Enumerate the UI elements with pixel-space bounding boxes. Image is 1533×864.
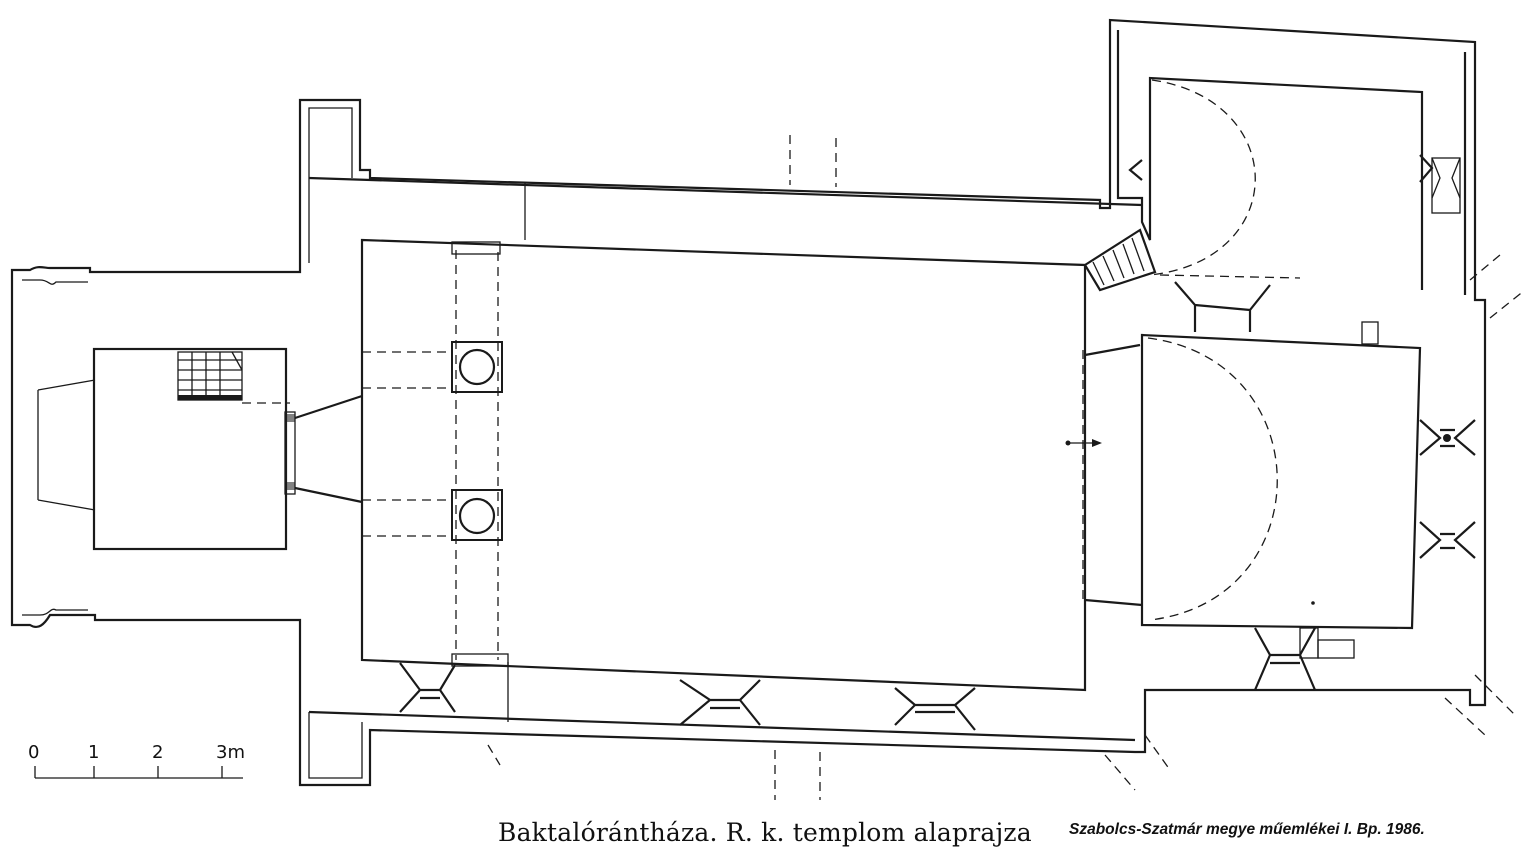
source-citation: Szabolcs-Szatmár megye műemlékei I. Bp. … [1069, 821, 1425, 838]
scale-bar: 0 1 2 3m [28, 742, 245, 779]
sacristy-stair [1083, 228, 1157, 292]
plan-caption: Baktalórántháza. R. k. templom alaprajza [498, 818, 1032, 847]
scale-tick-label: 0 [28, 742, 39, 763]
scale-tick-label: 3m [216, 742, 245, 763]
nave [308, 135, 1171, 800]
scale-tick-label: 2 [152, 742, 163, 763]
scale-tick-label: 1 [88, 742, 99, 763]
tower [10, 18, 1487, 787]
east-end [1083, 30, 1526, 736]
tower-stair [177, 351, 290, 404]
